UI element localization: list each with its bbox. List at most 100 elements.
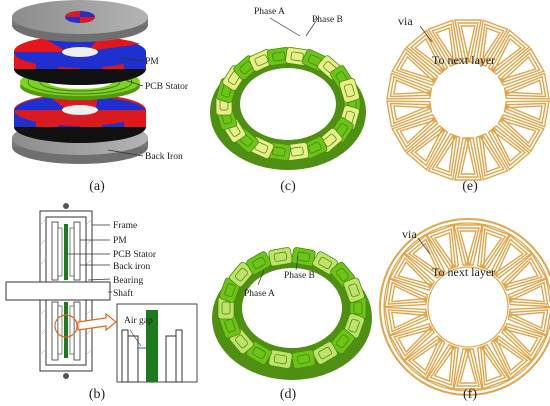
coil-layout-f: [379, 218, 550, 396]
coil-trace: [390, 284, 427, 303]
coil-trace: [503, 326, 539, 354]
coil-trace: [503, 260, 539, 288]
slot-coil: [425, 343, 460, 390]
caption-c: (c): [280, 179, 296, 194]
zoom-arrow: [77, 312, 117, 332]
coil-turns: [272, 146, 286, 157]
inner-trace: [427, 266, 509, 348]
coil-segment: [246, 251, 272, 275]
label-shaft: Shaft: [113, 288, 133, 299]
coil-segment: [343, 277, 365, 303]
coil-trace: [459, 230, 477, 265]
coil-trace: [460, 138, 476, 175]
coil-turns: [254, 54, 269, 67]
internal-parts: [51, 221, 81, 361]
trapezoid-coil: [391, 113, 439, 153]
trapezoid-coil: [497, 47, 545, 87]
panel-f: via To next layer (f): [379, 218, 550, 402]
coil-turns: [252, 256, 266, 270]
slot-coil: [388, 322, 436, 362]
label-phase-b-d: Phase B: [284, 271, 315, 281]
coil-turns: [318, 256, 332, 270]
panel-b: Air gap Frame PM PCB Stator Back iron Be…: [5, 203, 198, 402]
coil-turns: [336, 267, 350, 282]
coil-trace: [505, 104, 543, 121]
coil-trace: [479, 135, 501, 173]
trapezoid-coil: [386, 72, 433, 100]
coil-trace: [399, 117, 436, 145]
coil-segment: [268, 247, 293, 267]
coil-trace: [480, 231, 503, 268]
slot-coil: [425, 224, 460, 271]
back-iron-disc-top: [12, 0, 148, 42]
caption-a: (a): [89, 179, 105, 194]
outer-trace: [379, 218, 550, 396]
coil-turns: [296, 354, 311, 365]
slot-coil: [453, 348, 483, 390]
coil-segment: [338, 77, 360, 103]
coil-trace: [397, 326, 433, 354]
trapezoid-coil: [487, 29, 531, 76]
stator-ring-c: [210, 47, 366, 170]
coil-segment: [312, 341, 338, 365]
coil-trace: [435, 135, 457, 173]
coil-trace: [459, 349, 477, 384]
trapezoid-coil: [386, 100, 433, 128]
trapezoid-coil: [487, 124, 531, 171]
coil-turns: [344, 83, 355, 98]
trapezoid-coil: [454, 19, 482, 63]
label-back-iron-b: Back iron: [113, 262, 150, 272]
coil-turns: [272, 51, 286, 62]
stator-ring-d: [212, 247, 372, 380]
coil-trace: [491, 37, 523, 72]
coil-trace: [505, 79, 543, 96]
coil-trace: [411, 242, 443, 276]
coil-turns: [234, 334, 248, 349]
label-phase-b-c: Phase B: [312, 15, 343, 25]
coil-trace: [411, 338, 443, 372]
label-via-f: via: [402, 227, 417, 241]
magnet-ring-top: [13, 36, 146, 85]
magnet-ring-bottom: [14, 94, 146, 143]
panel-c: Phase A Phase B (c): [210, 7, 366, 194]
caption-f: (f): [463, 387, 477, 402]
caption-e: (e): [462, 179, 478, 194]
ring-bore: [242, 268, 342, 348]
slot-coil: [500, 322, 548, 362]
label-back-iron-a: Back Iron: [145, 152, 183, 162]
slot-coil: [403, 234, 446, 279]
trapezoid-coil: [427, 19, 461, 67]
trapezoid-coil: [427, 133, 461, 181]
coil-turns: [318, 346, 332, 360]
label-pm-b: PM: [113, 236, 127, 246]
caption-d: (d): [280, 387, 297, 402]
panel-e: via To next layer (e): [386, 14, 550, 194]
coil-turns: [296, 251, 311, 262]
coil-trace: [479, 27, 501, 65]
coil-turns: [224, 283, 236, 298]
label-pcb-stator-b: PCB Stator: [113, 250, 157, 260]
coil-trace: [480, 346, 503, 383]
slot-coil: [476, 343, 511, 390]
coil-turns: [348, 283, 360, 298]
coil-turns: [273, 251, 288, 262]
trapezoid-coil: [405, 124, 449, 171]
label-air-gap: Air gap: [124, 316, 153, 326]
coil-turns: [224, 318, 236, 333]
bolt-top: [63, 203, 69, 209]
slot-coil: [453, 224, 483, 266]
coil-trace: [460, 25, 476, 62]
coil-trace: [399, 55, 436, 83]
coil-trace: [500, 55, 537, 83]
coil-segment: [291, 247, 316, 267]
frame-hatching: [39, 218, 93, 356]
coil-trace: [509, 284, 546, 303]
coil-trace: [397, 260, 433, 288]
coil-turns: [221, 301, 231, 315]
slot-coil: [490, 335, 533, 380]
coil-trace: [393, 104, 431, 121]
label-bearing: Bearing: [113, 276, 143, 286]
coil-trace: [491, 128, 523, 163]
